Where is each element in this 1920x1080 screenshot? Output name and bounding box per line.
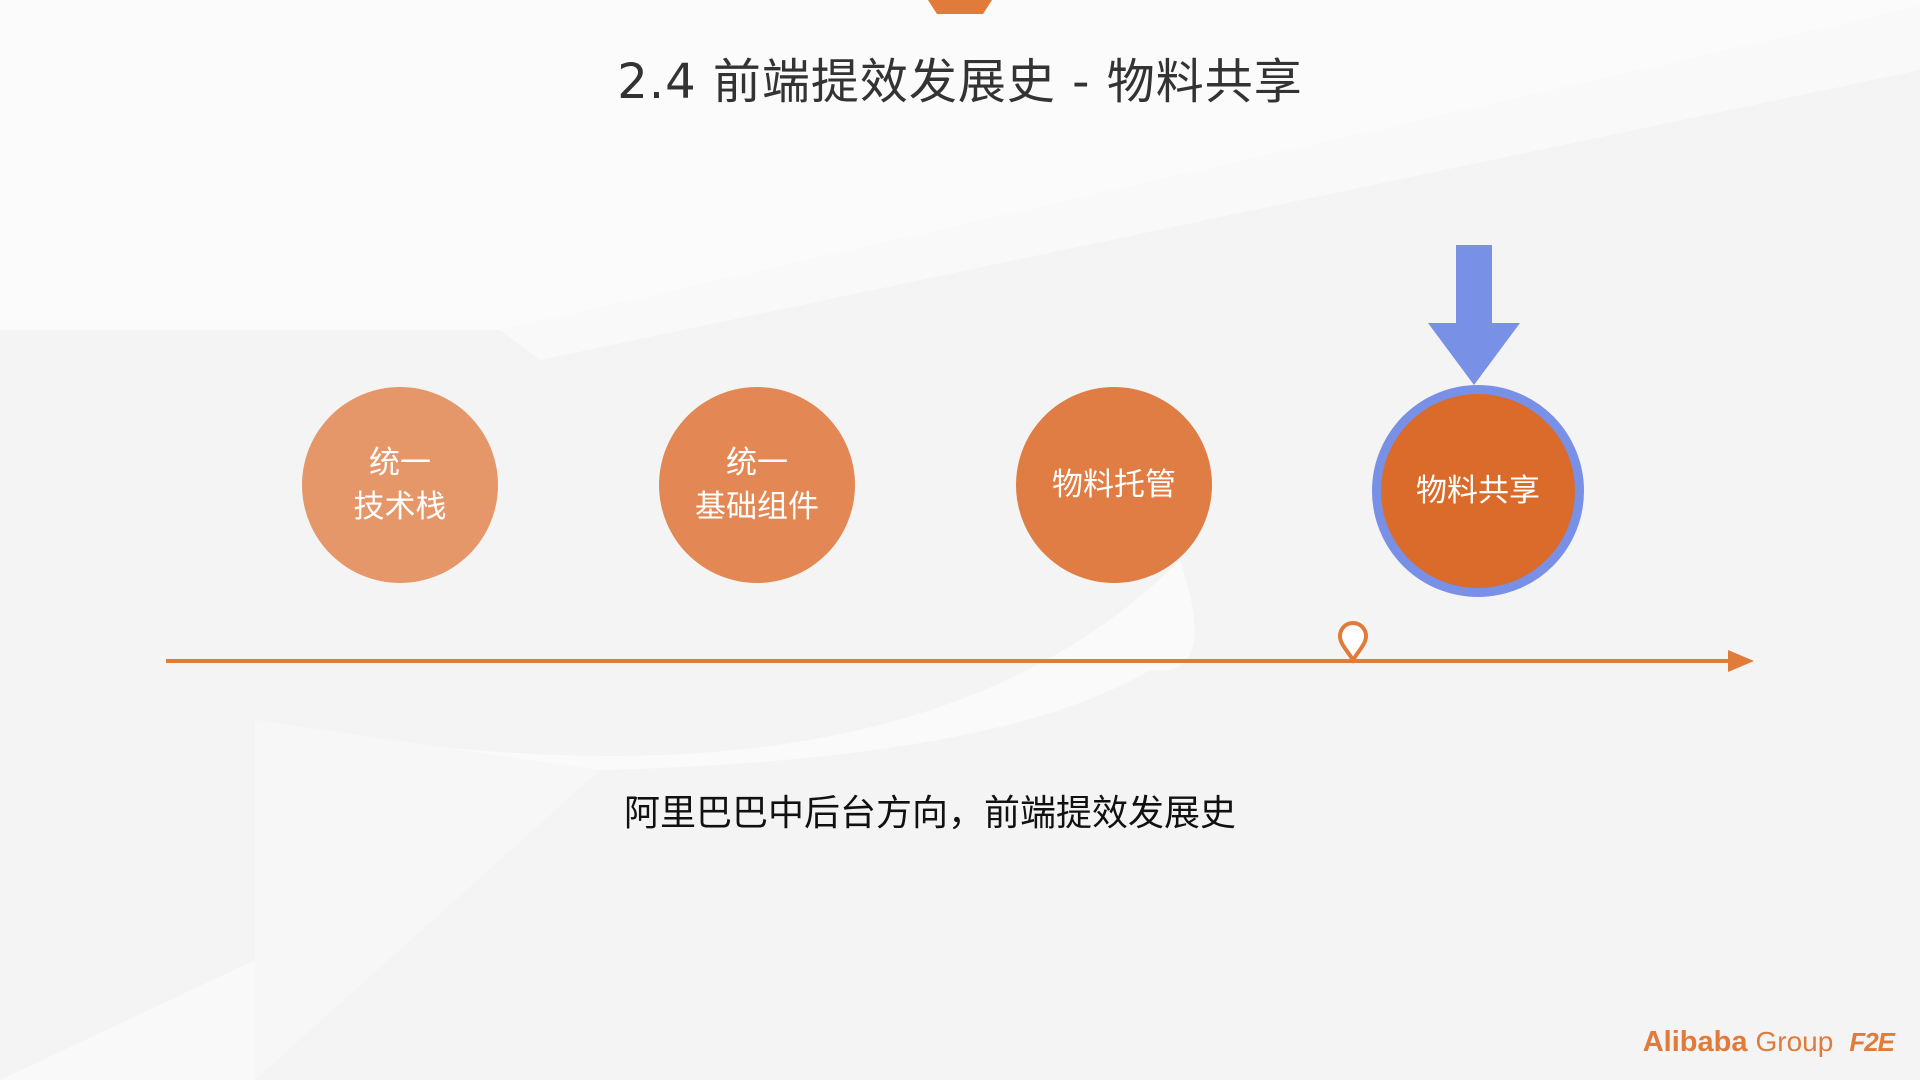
stage-label: 物料托管	[1052, 467, 1176, 503]
location-pin-icon	[1337, 621, 1369, 664]
slide-title: 2.4 前端提效发展史 - 物料共享	[617, 54, 1303, 110]
slide-subtitle: 阿里巴巴中后台方向，前端提效发展史	[623, 793, 1236, 834]
stage-label-line2: 基础组件	[695, 489, 819, 525]
brand-name: Alibaba	[1642, 1025, 1748, 1058]
stage-material-sharing: 物料共享	[1372, 385, 1584, 597]
down-arrow-icon	[1428, 245, 1520, 385]
stage-label: 物料共享	[1416, 473, 1540, 509]
stage-material-hosting: 物料托管	[1016, 387, 1212, 583]
stage-unified-tech-stack: 统一 技术栈	[302, 387, 498, 583]
timeline-arrowhead-icon	[1728, 650, 1754, 672]
timeline	[166, 621, 1754, 672]
f2e-logo: F2E	[1849, 1026, 1895, 1057]
brand-group: Group	[1755, 1026, 1834, 1057]
stage-unified-base-components: 统一 基础组件	[659, 387, 855, 583]
stage-label-line2: 技术栈	[353, 489, 447, 525]
stage-label-line1: 统一	[726, 445, 788, 481]
top-accent-notch	[928, 0, 992, 14]
alibaba-group-logo: Alibaba Group F2E	[1642, 1022, 1895, 1062]
stage-label-line1: 统一	[369, 445, 431, 481]
